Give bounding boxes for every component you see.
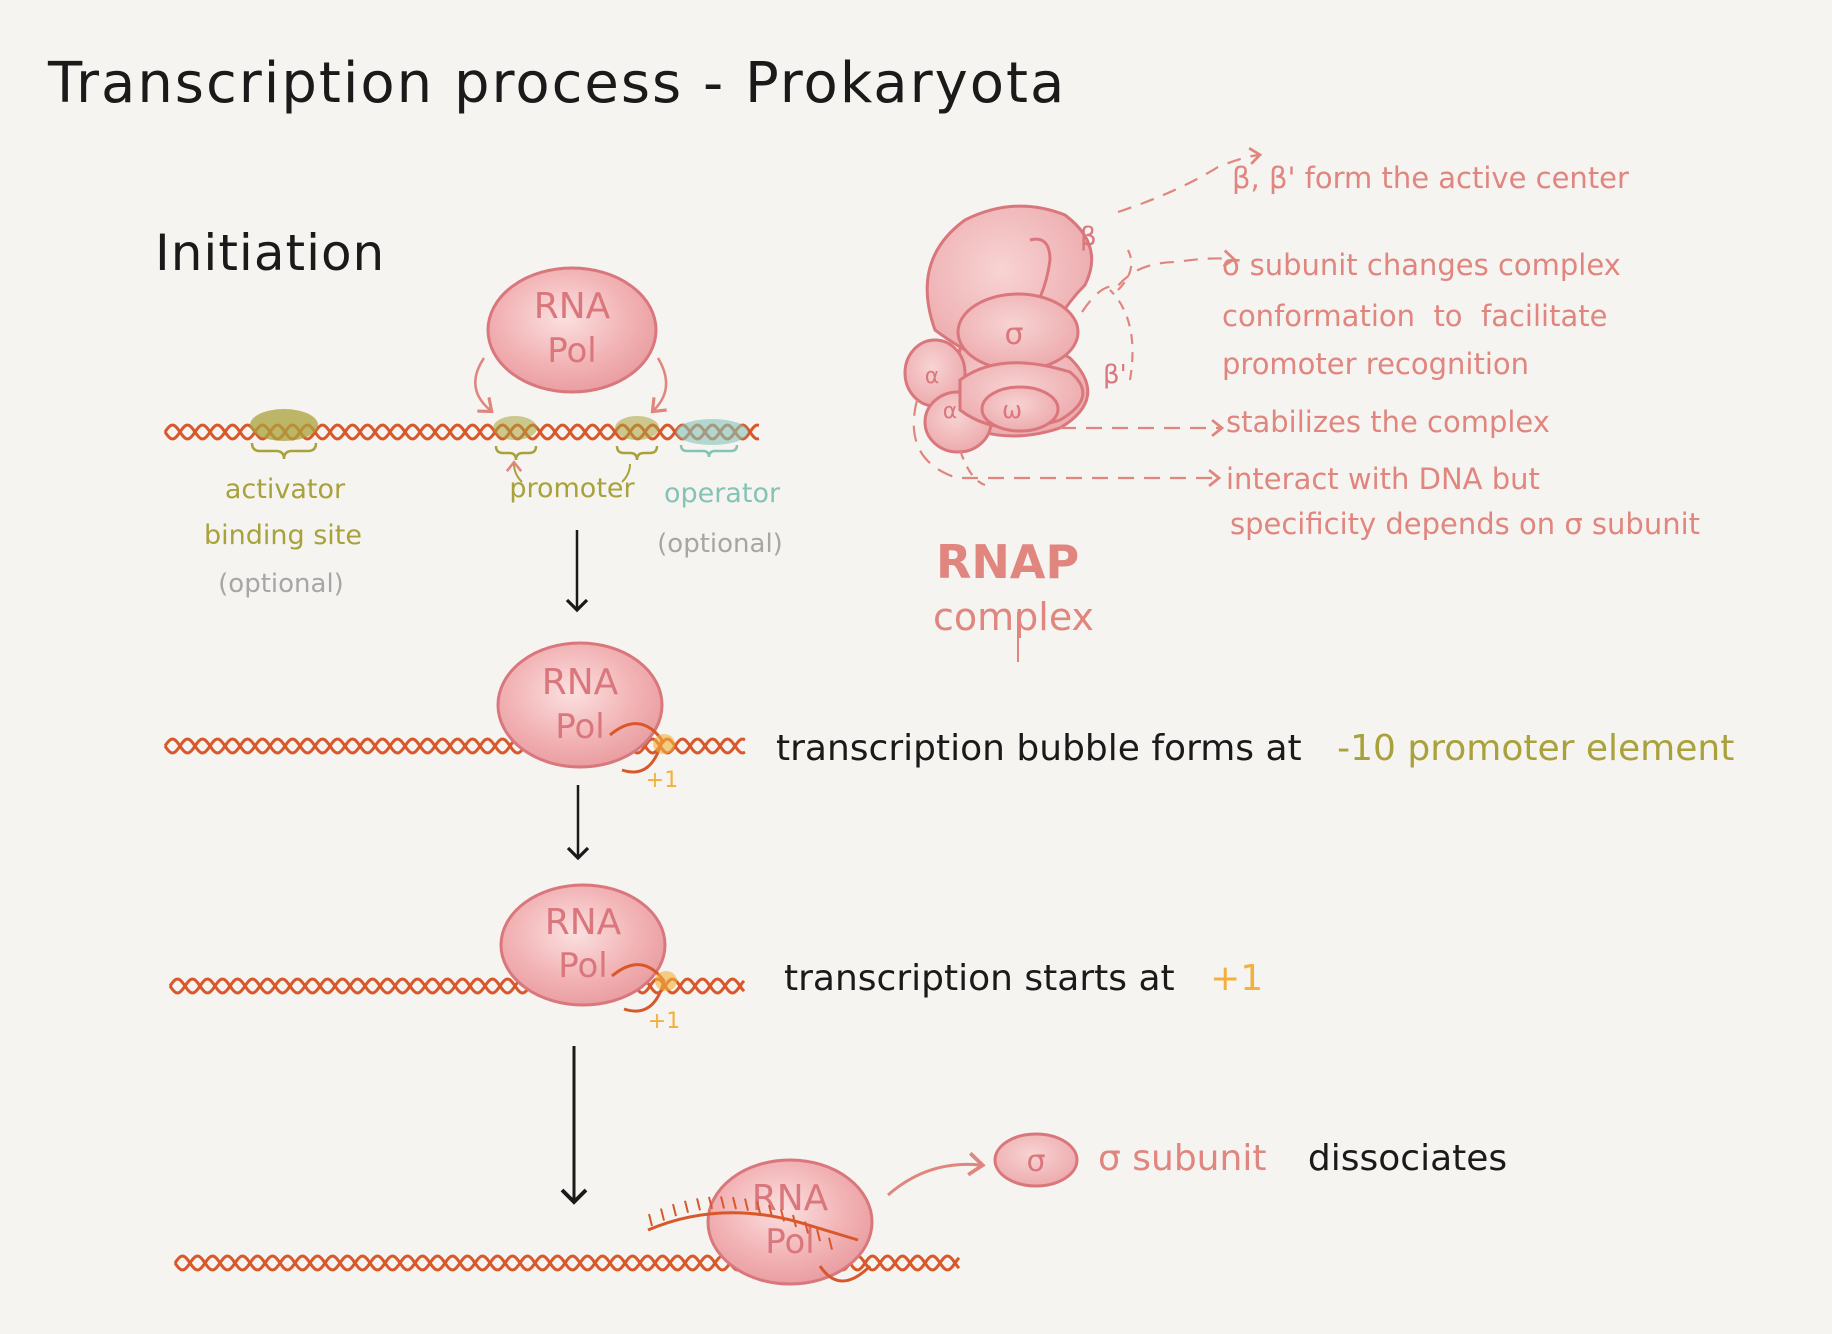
- annotation-active-center: β, β' form the active center: [1232, 161, 1629, 195]
- rna-nucleotide-tick: [720, 1196, 725, 1209]
- rna-nucleotide-tick: [756, 1201, 761, 1214]
- rna-nucleotide-tick: [696, 1198, 701, 1211]
- rnap-complex-illustration: β β' σ α α ω: [903, 204, 1127, 454]
- beta-label: β: [1080, 222, 1097, 252]
- bubble-step-text: transcription bubble forms at -10 promot…: [776, 728, 1734, 769]
- activator-label-line2: binding site: [204, 520, 362, 551]
- rna-pol-bubble-line2: Pol: [555, 707, 605, 747]
- annotation-sigma-line2: conformation to facilitate: [1222, 299, 1607, 333]
- activator-label-line1: activator: [225, 474, 346, 505]
- plus-one-site-bubble: [653, 734, 675, 754]
- leader-active-center: [1117, 147, 1263, 214]
- dna-strand-bubble: [163, 737, 746, 755]
- rna-pol-bubble-line1: RNA: [542, 662, 619, 703]
- pol-binding-arrow-left: [474, 357, 494, 414]
- plus-one-label-bubble: +1: [646, 768, 678, 793]
- rna-nucleotide-tick: [708, 1196, 713, 1210]
- annotation-alpha-line1: interact with DNA but: [1226, 462, 1540, 496]
- leader-alpha: [912, 399, 1222, 488]
- bubble-step-prefix: transcription bubble forms at: [776, 728, 1302, 769]
- page-title: Transcription process - Prokaryota: [47, 51, 1066, 116]
- rna-polymerase-bubble: RNA Pol: [496, 641, 664, 769]
- operator-label-line1: operator: [664, 478, 781, 509]
- rna-polymerase-initiation: RNA Pol: [486, 266, 658, 394]
- start-step-prefix: transcription starts at: [784, 958, 1175, 999]
- free-sigma-symbol: σ: [1026, 1144, 1045, 1179]
- operator-blob: [676, 419, 748, 445]
- start-step-text: transcription starts at +1: [784, 958, 1263, 999]
- bubble-step-highlight: -10 promoter element: [1337, 728, 1734, 769]
- annotation-sigma-line3: promoter recognition: [1222, 347, 1529, 381]
- nascent-rna: [647, 1211, 859, 1242]
- free-sigma-subunit: σ: [993, 1132, 1079, 1188]
- sigma-release-arrow: [887, 1151, 986, 1197]
- promoter-brace-1: [494, 445, 538, 461]
- rna-nucleotide-tick: [684, 1200, 689, 1213]
- dissociate-step-text: σ subunit dissociates: [1098, 1138, 1507, 1179]
- plus-one-label-start: +1: [648, 1009, 680, 1034]
- activator-brace: [250, 442, 318, 460]
- rnap-caption-line1: RNAP: [936, 535, 1079, 589]
- promoter-region-blob-1: [493, 416, 537, 440]
- leader-alpha-2: [958, 449, 986, 487]
- rna-nucleotide-tick: [828, 1237, 833, 1250]
- rna-nucleotide-tick: [660, 1208, 665, 1221]
- rna-pol-elong-line1: RNA: [752, 1178, 829, 1219]
- rna-nucleotide-tick: [648, 1213, 653, 1227]
- leader-sigma: [1081, 249, 1237, 313]
- rna-pol-start-line2: Pol: [558, 946, 608, 986]
- annotation-sigma-line1: σ subunit changes complex: [1222, 248, 1621, 282]
- promoter-label: promoter: [509, 473, 635, 504]
- rna-nucleotide-tick: [732, 1196, 737, 1210]
- alpha-label-2: α: [943, 399, 958, 424]
- rna-nucleotide-tick: [792, 1214, 797, 1228]
- promoter-pointer-left: [505, 460, 523, 483]
- rna-polymerase-elongation: RNA Pol: [706, 1158, 874, 1286]
- activator-label-line3: (optional): [218, 569, 344, 599]
- annotation-alpha-line2: specificity depends on σ subunit: [1230, 507, 1700, 541]
- rna-nucleotide-tick: [768, 1204, 773, 1218]
- promoter-pointer-right: [621, 463, 631, 483]
- sigma-label: σ: [1004, 317, 1023, 352]
- rnap-caption-line2: complex: [933, 595, 1094, 639]
- operator-brace: [679, 444, 739, 458]
- rna-nucleotide-tick: [804, 1221, 809, 1234]
- annotation-omega: stabilizes the complex: [1226, 405, 1550, 439]
- dissociate-step-highlight: σ subunit: [1098, 1138, 1266, 1179]
- omega-subunit: [980, 385, 1060, 433]
- start-step-highlight: +1: [1210, 958, 1263, 999]
- template-dip: [818, 1264, 872, 1283]
- section-heading: Initiation: [155, 224, 385, 282]
- alpha-label-1: α: [925, 364, 940, 389]
- activator-binding-site-blob: [250, 409, 318, 441]
- rna-nucleotide-tick: [816, 1228, 821, 1242]
- promoter-brace-2: [615, 445, 659, 461]
- rna-nucleotide-tick: [780, 1209, 785, 1222]
- rna-pol-label-line1: RNA: [534, 286, 611, 327]
- rna-nucleotide-tick: [672, 1203, 677, 1217]
- operator-label-line2: (optional): [657, 529, 783, 559]
- promoter-region-blob-2: [615, 416, 659, 440]
- pol-binding-arrow-right: [650, 357, 668, 414]
- omega-label: ω: [1002, 396, 1022, 424]
- nascent-rna-ticks: [648, 1196, 833, 1250]
- rna-polymerase-start: RNA Pol: [499, 883, 667, 1007]
- rna-nucleotide-tick: [744, 1198, 749, 1211]
- dissociate-step-suffix: dissociates: [1308, 1138, 1507, 1179]
- plus-one-site-start: [655, 971, 677, 991]
- rna-pol-label-line2: Pol: [547, 331, 597, 371]
- dna-strand-start: [168, 977, 746, 995]
- beta-prime-label: β': [1103, 360, 1127, 390]
- leader-sigma-curve: [1117, 249, 1133, 291]
- rna-pol-start-line1: RNA: [545, 902, 622, 943]
